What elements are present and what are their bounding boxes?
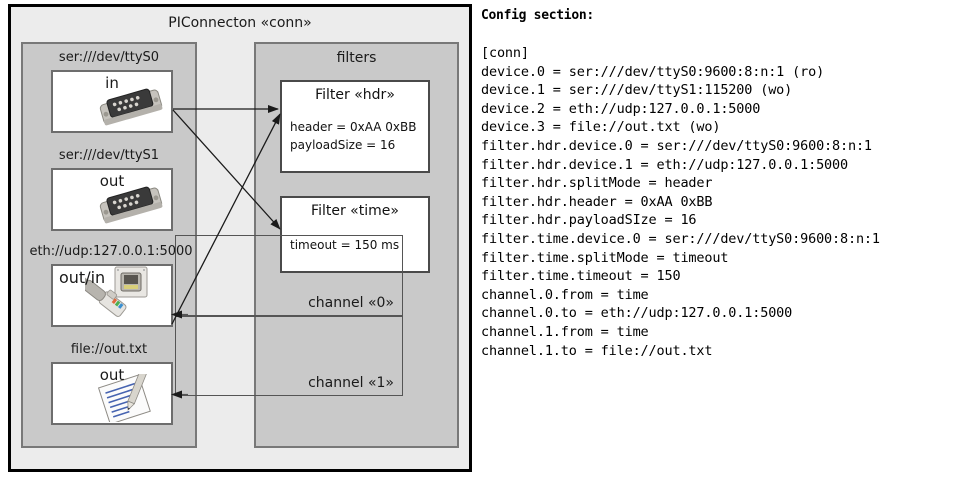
- config-line: filter.time.splitMode = timeout: [481, 249, 729, 266]
- filter-prop-hdr-header: header = 0xAA 0xBB: [290, 120, 417, 134]
- filter-prop-time-timeout: timeout = 150 ms: [290, 238, 400, 252]
- ethernet-jack-icon: [74, 266, 169, 324]
- config-line: filter.time.device.0 = ser:///dev/ttyS0:…: [481, 230, 880, 247]
- serial-port-icon: [95, 183, 167, 227]
- device-caption-out-serial: out: [99, 172, 125, 190]
- channel-label-1: channel «1»: [308, 375, 394, 391]
- channel-box-0[interactable]: channel «0»: [175, 235, 403, 316]
- filter-prop-hdr-payloadsize: payloadSize = 16: [290, 138, 396, 152]
- config-line: device.2 = eth://udp:127.0.0.1:5000: [481, 100, 761, 117]
- channel-box-1[interactable]: channel «1»: [175, 316, 403, 396]
- device-box-ttyS1[interactable]: out: [51, 168, 173, 231]
- config-line: filter.hdr.splitMode = header: [481, 175, 713, 192]
- filter-box-hdr[interactable]: Filter «hdr» header = 0xAA 0xBB payloadS…: [280, 80, 430, 173]
- channel-label-0: channel «0»: [308, 295, 394, 311]
- config-line: filter.hdr.device.1 = eth://udp:127.0.0.…: [481, 156, 848, 173]
- device-label-eth: eth://udp:127.0.0.1:5000: [29, 244, 193, 259]
- config-line: channel.0.to = eth://udp:127.0.0.1:5000: [481, 305, 793, 322]
- config-line: channel.1.to = file://out.txt: [481, 342, 713, 359]
- config-line: device.1 = ser:///dev/ttyS1:115200 (wo): [481, 82, 793, 99]
- filter-box-time[interactable]: Filter «time» timeout = 150 ms: [280, 196, 430, 273]
- config-line: [conn]: [481, 45, 529, 61]
- config-line: filter.time.timeout = 150: [481, 268, 681, 285]
- filter-title-time: Filter «time»: [311, 203, 399, 219]
- device-label-ttyS0: ser:///dev/ttyS0: [58, 50, 160, 65]
- connection-title: PIConnecton «conn»: [168, 15, 312, 31]
- device-caption-out-file: out: [99, 366, 125, 384]
- filters-group: filters Filter «hdr» header = 0xAA 0xBB …: [175, 42, 459, 448]
- config-line: channel.0.from = time: [481, 286, 649, 303]
- config-line: channel.1.from = time: [481, 323, 649, 340]
- device-box-file[interactable]: out: [51, 362, 173, 425]
- config-line: filter.hdr.payloadSIze = 16: [481, 212, 697, 229]
- config-line: device.3 = file://out.txt (wo): [481, 119, 721, 136]
- config-section: Config section: [conn] device.0 = ser:///…: [481, 0, 964, 484]
- config-heading: Config section:: [481, 8, 594, 23]
- device-caption-out-in: out/in: [59, 268, 106, 287]
- device-label-ttyS1: ser:///dev/ttyS1: [58, 148, 160, 163]
- device-caption-in: in: [105, 74, 119, 92]
- filter-title-hdr: Filter «hdr»: [315, 87, 395, 103]
- device-box-eth[interactable]: out/in: [51, 264, 173, 327]
- filters-group-title: filters: [336, 50, 377, 66]
- connection-diagram: PIConnecton «conn» ser:///dev/ttyS0 in: [8, 4, 472, 472]
- config-line: device.0 = ser:///dev/ttyS0:9600:8:n:1 (…: [481, 63, 825, 80]
- devices-group: ser:///dev/ttyS0 in: [21, 42, 197, 448]
- device-box-ttyS0[interactable]: in: [51, 70, 173, 133]
- serial-port-icon: [95, 85, 167, 129]
- config-line: filter.hdr.device.0 = ser:///dev/ttyS0:9…: [481, 137, 872, 154]
- device-label-file: file://out.txt: [70, 342, 148, 357]
- config-line: filter.hdr.header = 0xAA 0xBB: [481, 193, 713, 210]
- config-lines: [conn] device.0 = ser:///dev/ttyS0:9600:8…: [481, 44, 880, 360]
